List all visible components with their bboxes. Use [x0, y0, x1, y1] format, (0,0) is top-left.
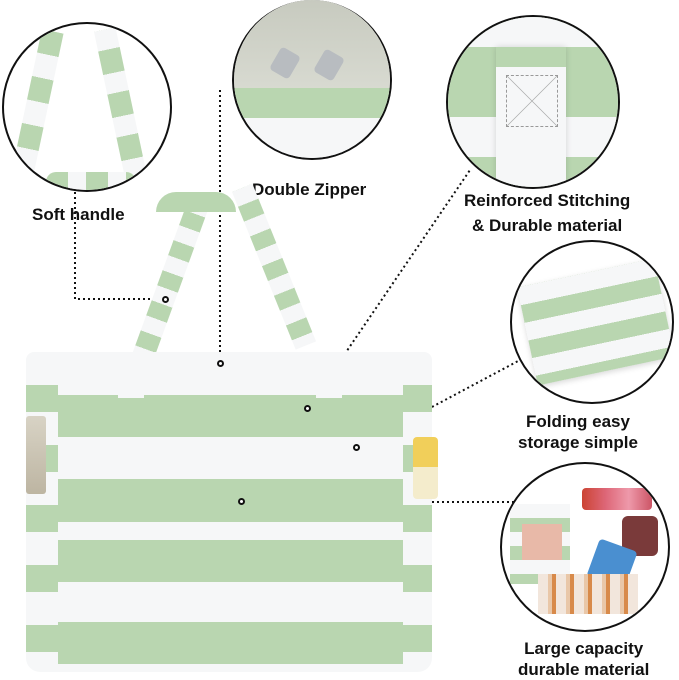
tote-bag-strap-tab-left	[118, 360, 144, 412]
soft-handle-marker	[162, 296, 169, 303]
folding-marker	[353, 444, 360, 451]
double-zipper-detail-image	[232, 0, 392, 160]
folding-detail-image	[510, 240, 674, 404]
bottle-in-side-pocket	[413, 437, 438, 499]
reinforced-stitching-label: Reinforced Stitching & Durable material	[464, 190, 630, 236]
reinforced-stitching-label-line2: & Durable material	[472, 216, 623, 235]
large-capacity-detail-image	[500, 462, 670, 632]
folding-label: Folding easy storage simple	[518, 411, 638, 453]
tote-bag-strap-tab-right	[316, 360, 342, 412]
soft-handle-label: Soft handle	[32, 205, 125, 224]
soft-handle-detail-image	[2, 22, 172, 192]
reinforced-stitching-marker	[304, 405, 311, 412]
large-capacity-marker	[238, 498, 245, 505]
tote-bag-front-panel	[58, 362, 403, 672]
double-zipper-marker	[217, 360, 224, 367]
umbrella-in-side-pocket	[26, 416, 46, 494]
large-capacity-label: Large capacity durable material	[518, 638, 649, 680]
folding-label-line2: storage simple	[518, 433, 638, 452]
large-capacity-label-line1: Large capacity	[524, 639, 644, 658]
folding-label-line1: Folding easy	[526, 412, 630, 431]
large-capacity-label-line2: durable material	[518, 660, 650, 679]
reinforced-stitching-detail-image	[446, 15, 620, 189]
double-zipper-label: Double Zipper	[252, 180, 367, 199]
reinforced-stitching-label-line1: Reinforced Stitching	[464, 191, 631, 210]
